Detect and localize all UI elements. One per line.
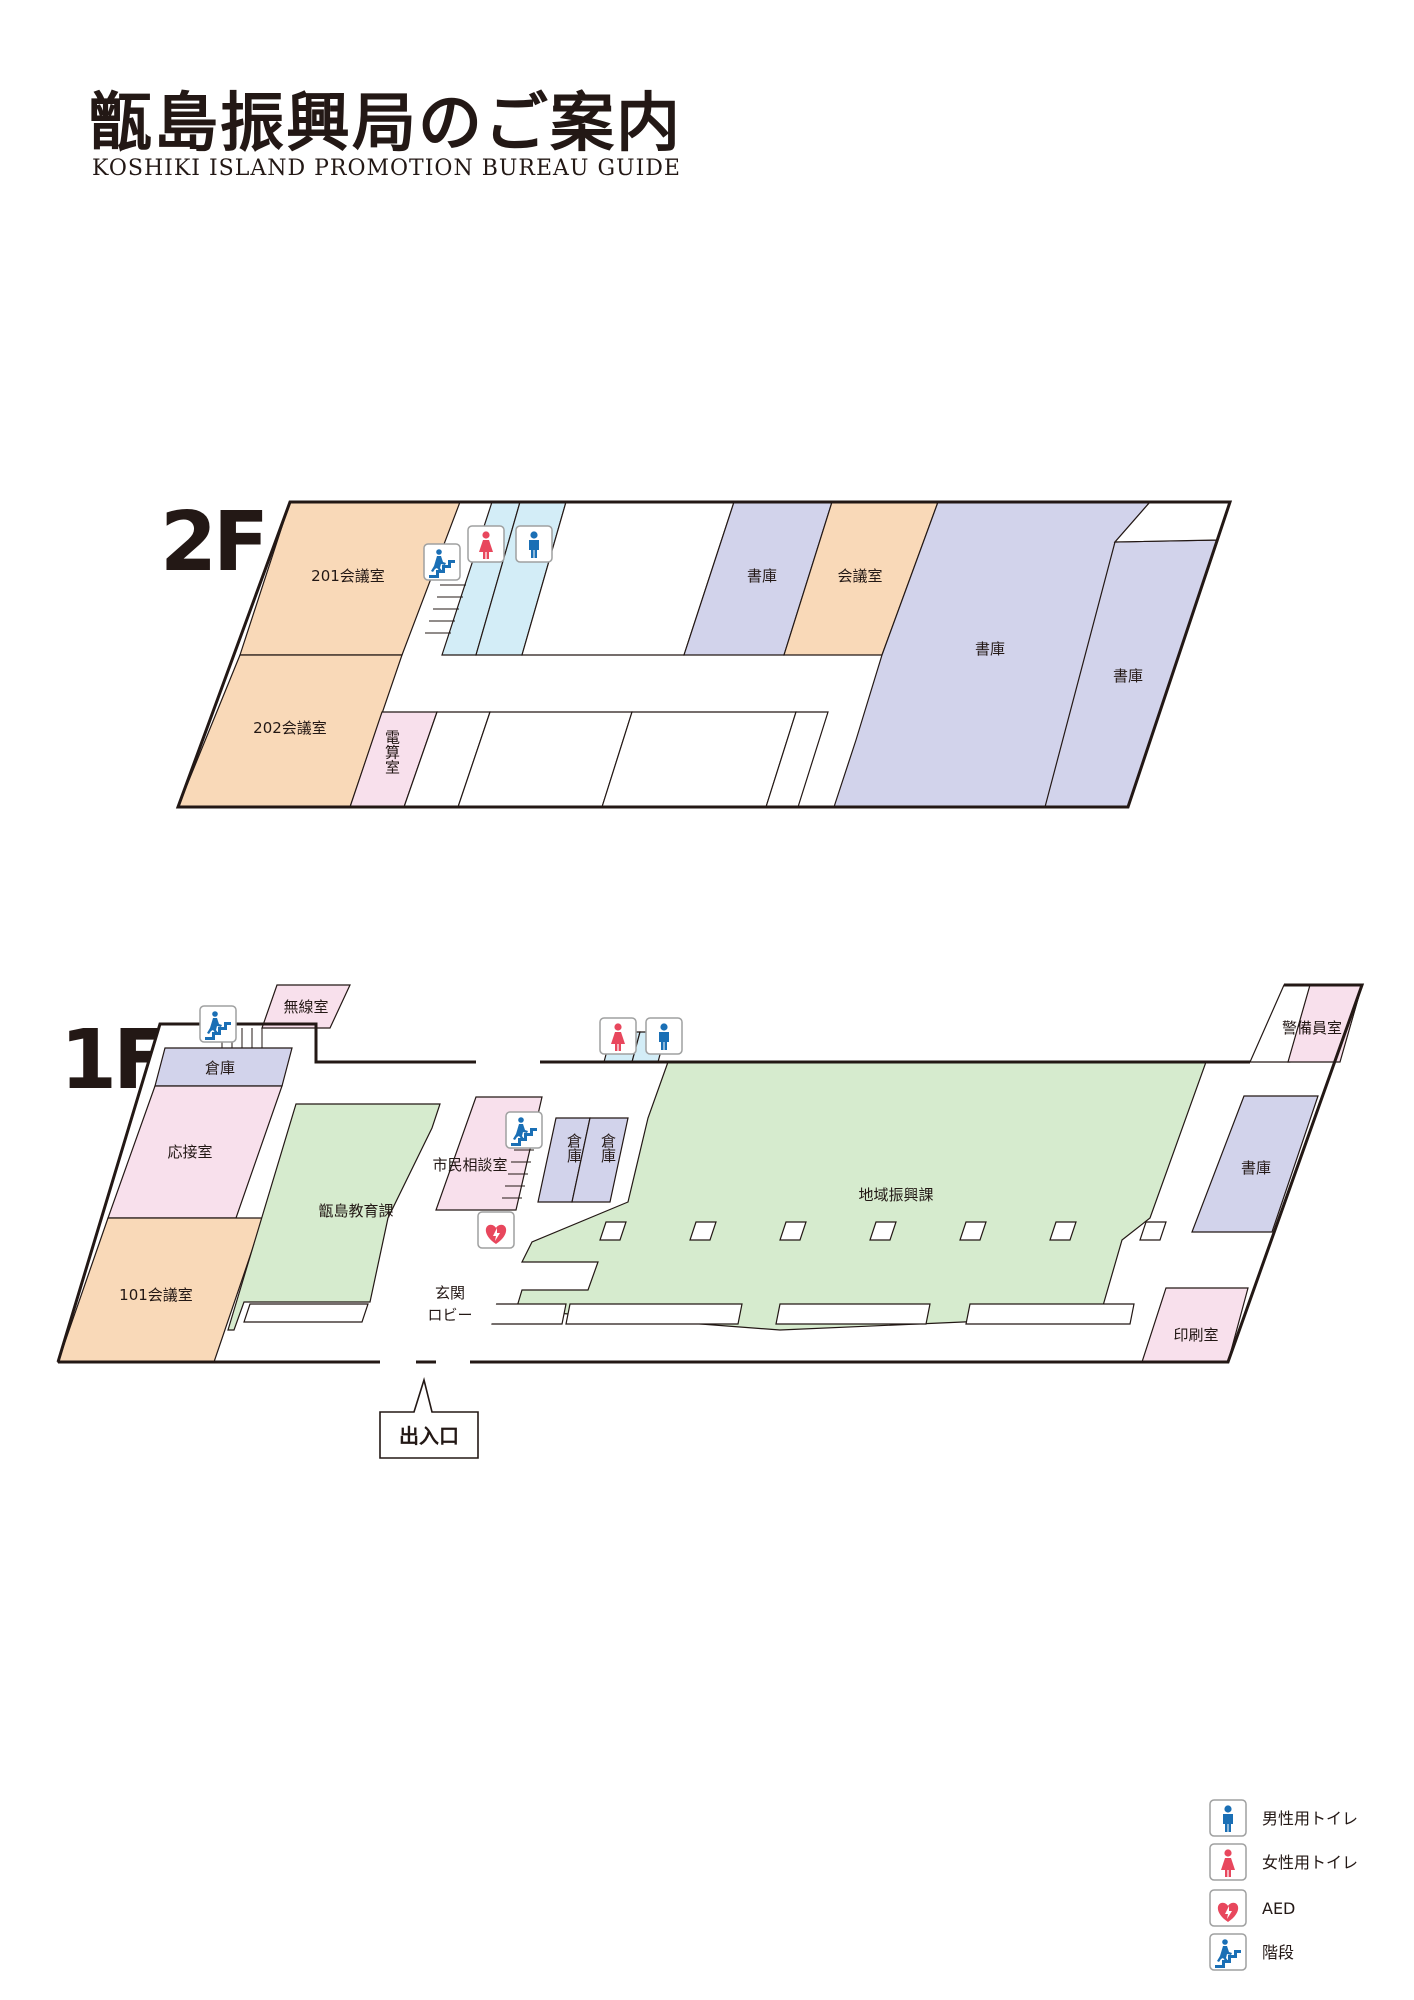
label-kyoiku: 甑島教育課 xyxy=(318,1202,393,1220)
room-souko-b xyxy=(571,1117,629,1203)
label-kaigi: 会議室 xyxy=(837,567,882,585)
page-subtitle: KOSHIKI ISLAND PROMOTION BUREAU GUIDE xyxy=(92,156,681,181)
wall-1f-left xyxy=(56,1022,476,1363)
room-musen xyxy=(261,984,351,1029)
label-oseitsu: 応接室 xyxy=(167,1143,212,1161)
legend: 男性用トイレ 女性用トイレ AED 階段 xyxy=(1209,1799,1358,1971)
desk-kyoiku xyxy=(243,1303,369,1323)
room-2f-blank-d xyxy=(601,711,797,808)
legend-aed: AED xyxy=(1262,1899,1295,1918)
stairs-1f-center xyxy=(502,1149,534,1199)
female-toilet-icon xyxy=(1209,1843,1247,1881)
stairs-icon xyxy=(1209,1933,1247,1971)
legend-stairs: 階段 xyxy=(1262,1943,1294,1962)
legend-female: 女性用トイレ xyxy=(1262,1853,1358,1872)
entrance-callout: 出入口 xyxy=(379,1377,479,1459)
label-101: 101会議室 xyxy=(119,1286,193,1304)
label-chiiki: 地域振興課 xyxy=(858,1186,933,1204)
wall-1f-right xyxy=(470,983,1365,1364)
stairs-icon xyxy=(505,1111,543,1149)
label-souko-b: 倉庫 xyxy=(599,1133,617,1163)
lobby xyxy=(404,1218,516,1362)
floor-1f: 1F xyxy=(56,983,1365,1459)
label-insatsu: 印刷室 xyxy=(1173,1326,1218,1344)
floor-2f-label: 2F xyxy=(160,495,265,590)
stairs-icon xyxy=(423,543,461,581)
label-densan: 電算室 xyxy=(383,730,401,775)
label-shoko-1: 書庫 xyxy=(747,567,777,585)
label-souko: 倉庫 xyxy=(205,1059,235,1077)
stairs-icon xyxy=(199,1005,237,1043)
room-shoko-1f xyxy=(1191,1095,1319,1233)
label-shimin: 市民相談室 xyxy=(432,1156,507,1174)
label-shoko-2: 書庫 xyxy=(975,640,1005,658)
desks-chiiki xyxy=(489,1221,1167,1325)
label-souko-a: 倉庫 xyxy=(565,1133,583,1163)
label-genkan: 玄関 xyxy=(435,1284,465,1302)
male-toilet-icon xyxy=(645,1017,683,1055)
room-chiiki xyxy=(515,1061,1207,1331)
page-title: 甑島振興局のご案内 xyxy=(88,87,682,161)
floor-2f: 2F 201会議室 202会議室 xyxy=(160,495,1233,809)
label-lobby: ロビー xyxy=(427,1306,472,1324)
aed-icon xyxy=(477,1211,515,1249)
male-toilet-icon xyxy=(515,525,553,563)
aed-icon xyxy=(1209,1889,1247,1927)
stairs-2f xyxy=(425,584,466,634)
female-toilet-icon xyxy=(599,1017,637,1055)
label-keibi: 警備員室 xyxy=(1282,1019,1342,1037)
room-kyoiku xyxy=(227,1103,441,1331)
floor-2f-border xyxy=(175,500,1233,809)
label-shoko-3: 書庫 xyxy=(1113,667,1143,685)
label-musen: 無線室 xyxy=(283,998,328,1016)
label-shoko-1f: 書庫 xyxy=(1241,1159,1271,1177)
entrance-label: 出入口 xyxy=(399,1424,459,1448)
label-202: 202会議室 xyxy=(253,719,327,737)
label-201: 201会議室 xyxy=(311,567,385,585)
male-toilet-icon xyxy=(1209,1799,1247,1837)
female-toilet-icon xyxy=(467,525,505,563)
legend-male: 男性用トイレ xyxy=(1262,1809,1358,1828)
